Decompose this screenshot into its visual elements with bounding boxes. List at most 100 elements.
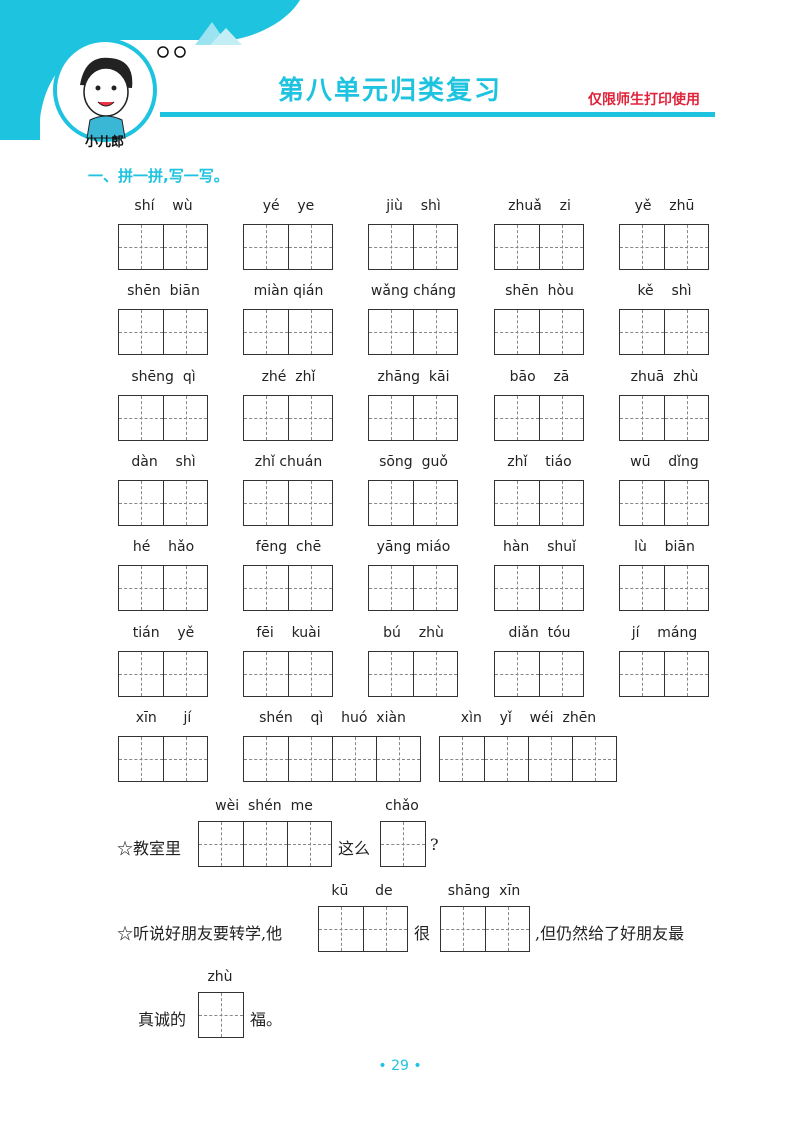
writing-box[interactable] bbox=[288, 395, 332, 440]
writing-box[interactable] bbox=[620, 310, 664, 355]
writing-box[interactable] bbox=[163, 736, 207, 781]
writing-box[interactable] bbox=[332, 736, 376, 781]
writing-box[interactable] bbox=[244, 310, 288, 355]
writing-box[interactable] bbox=[495, 566, 539, 611]
writing-box[interactable] bbox=[539, 395, 583, 440]
writing-box[interactable] bbox=[413, 225, 457, 269]
word-writing-boxes[interactable] bbox=[619, 224, 709, 270]
word-writing-boxes[interactable] bbox=[619, 309, 709, 356]
writing-box[interactable] bbox=[539, 651, 583, 696]
writing-box[interactable] bbox=[119, 395, 163, 440]
writing-box[interactable] bbox=[413, 395, 457, 440]
writing-box[interactable] bbox=[664, 651, 708, 696]
writing-box[interactable] bbox=[163, 225, 207, 269]
writing-box[interactable] bbox=[369, 566, 413, 611]
writing-box[interactable] bbox=[163, 480, 207, 525]
word-writing-boxes[interactable] bbox=[368, 565, 458, 612]
writing-box[interactable] bbox=[244, 736, 288, 781]
writing-box[interactable] bbox=[495, 395, 539, 440]
word-writing-boxes[interactable] bbox=[243, 565, 333, 612]
word-writing-boxes[interactable] bbox=[368, 309, 458, 356]
word-writing-boxes[interactable] bbox=[243, 309, 333, 356]
word-writing-boxes[interactable] bbox=[243, 479, 333, 526]
writing-box[interactable] bbox=[288, 651, 332, 696]
writing-box[interactable] bbox=[163, 566, 207, 611]
word-writing-boxes[interactable] bbox=[368, 479, 458, 526]
sentence-1-writing-box-2[interactable] bbox=[380, 821, 426, 867]
writing-box[interactable] bbox=[620, 566, 664, 611]
word-writing-boxes[interactable] bbox=[243, 650, 333, 697]
writing-box[interactable] bbox=[413, 566, 457, 611]
writing-box[interactable] bbox=[288, 480, 332, 525]
word-writing-boxes[interactable] bbox=[619, 565, 709, 612]
writing-box[interactable] bbox=[528, 736, 572, 781]
writing-box[interactable] bbox=[119, 310, 163, 355]
writing-box[interactable] bbox=[119, 566, 163, 611]
writing-box[interactable] bbox=[664, 225, 708, 269]
writing-box[interactable] bbox=[244, 395, 288, 440]
writing-box[interactable] bbox=[495, 480, 539, 525]
word-writing-boxes[interactable] bbox=[118, 309, 208, 356]
writing-box[interactable] bbox=[163, 395, 207, 440]
writing-box[interactable] bbox=[244, 566, 288, 611]
word-writing-boxes[interactable] bbox=[439, 735, 617, 782]
writing-box[interactable] bbox=[288, 225, 332, 269]
writing-box[interactable] bbox=[119, 480, 163, 525]
word-writing-boxes[interactable] bbox=[243, 735, 421, 782]
writing-box[interactable] bbox=[369, 480, 413, 525]
writing-box[interactable] bbox=[119, 651, 163, 696]
writing-box[interactable] bbox=[163, 310, 207, 355]
word-writing-boxes[interactable] bbox=[368, 224, 458, 270]
writing-box[interactable] bbox=[119, 225, 163, 269]
sentence-2-writing-boxes-2[interactable] bbox=[440, 906, 530, 952]
word-writing-boxes[interactable] bbox=[494, 224, 584, 270]
writing-box[interactable] bbox=[244, 480, 288, 525]
writing-box[interactable] bbox=[163, 651, 207, 696]
writing-box[interactable] bbox=[539, 480, 583, 525]
sentence-1-writing-boxes-1[interactable] bbox=[198, 821, 332, 867]
writing-box[interactable] bbox=[244, 651, 288, 696]
word-writing-boxes[interactable] bbox=[118, 394, 208, 441]
writing-box[interactable] bbox=[539, 566, 583, 611]
word-writing-boxes[interactable] bbox=[118, 650, 208, 697]
word-writing-boxes[interactable] bbox=[118, 224, 208, 270]
word-writing-boxes[interactable] bbox=[494, 650, 584, 697]
sentence-2-writing-boxes-1[interactable] bbox=[318, 906, 408, 952]
word-writing-boxes[interactable] bbox=[494, 309, 584, 356]
word-writing-boxes[interactable] bbox=[619, 479, 709, 526]
writing-box[interactable] bbox=[369, 310, 413, 355]
writing-box[interactable] bbox=[539, 310, 583, 355]
word-writing-boxes[interactable] bbox=[368, 394, 458, 441]
word-writing-boxes[interactable] bbox=[118, 565, 208, 612]
writing-box[interactable] bbox=[495, 651, 539, 696]
word-writing-boxes[interactable] bbox=[243, 394, 333, 441]
writing-box[interactable] bbox=[244, 225, 288, 269]
writing-box[interactable] bbox=[539, 225, 583, 269]
word-writing-boxes[interactable] bbox=[118, 479, 208, 526]
writing-box[interactable] bbox=[495, 310, 539, 355]
writing-box[interactable] bbox=[572, 736, 616, 781]
writing-box[interactable] bbox=[413, 651, 457, 696]
writing-box[interactable] bbox=[413, 310, 457, 355]
writing-box[interactable] bbox=[620, 225, 664, 269]
writing-box[interactable] bbox=[288, 736, 332, 781]
writing-box[interactable] bbox=[620, 395, 664, 440]
writing-box[interactable] bbox=[664, 395, 708, 440]
word-writing-boxes[interactable] bbox=[243, 224, 333, 270]
writing-box[interactable] bbox=[664, 310, 708, 355]
writing-box[interactable] bbox=[119, 736, 163, 781]
writing-box[interactable] bbox=[664, 566, 708, 611]
sentence-3-writing-box[interactable] bbox=[198, 992, 244, 1038]
word-writing-boxes[interactable] bbox=[368, 650, 458, 697]
word-writing-boxes[interactable] bbox=[118, 735, 208, 782]
writing-box[interactable] bbox=[288, 566, 332, 611]
word-writing-boxes[interactable] bbox=[494, 394, 584, 441]
writing-box[interactable] bbox=[440, 736, 484, 781]
writing-box[interactable] bbox=[369, 651, 413, 696]
word-writing-boxes[interactable] bbox=[619, 394, 709, 441]
writing-box[interactable] bbox=[288, 310, 332, 355]
word-writing-boxes[interactable] bbox=[494, 565, 584, 612]
writing-box[interactable] bbox=[376, 736, 420, 781]
writing-box[interactable] bbox=[664, 480, 708, 525]
writing-box[interactable] bbox=[620, 480, 664, 525]
